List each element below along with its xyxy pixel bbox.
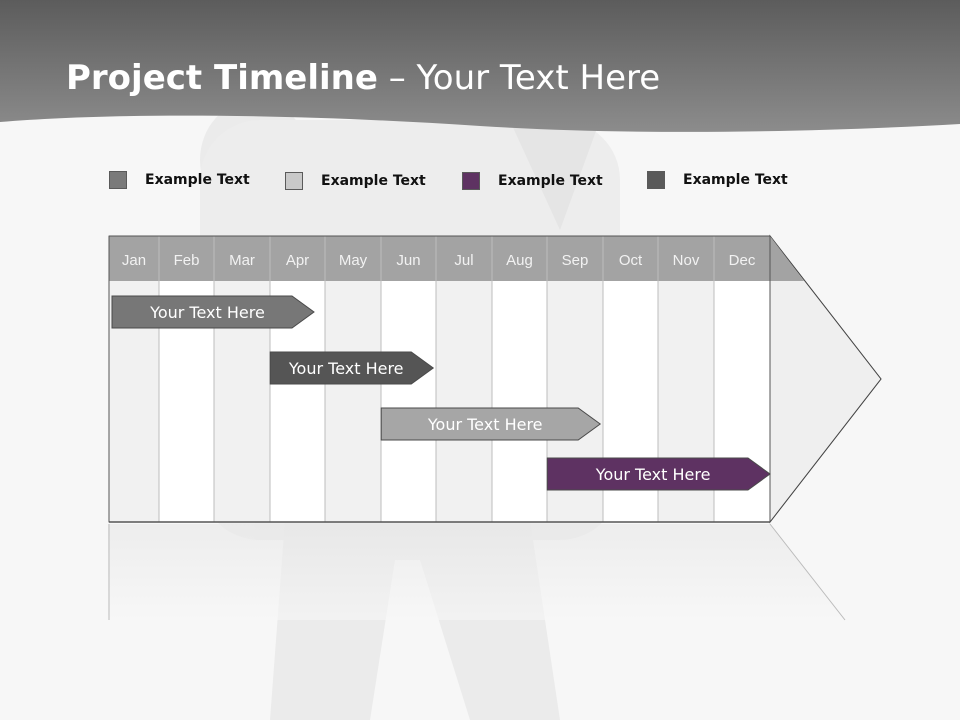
month-label: Jan	[122, 252, 146, 269]
legend-swatch	[285, 172, 303, 190]
month-label: Apr	[286, 252, 309, 269]
title-rest: – Your Text Here	[377, 58, 661, 98]
month-header-cell	[214, 236, 270, 281]
legend-swatch	[109, 171, 127, 189]
legend-label: Example Text	[145, 172, 250, 188]
month-label: Oct	[619, 252, 643, 269]
legend-label: Example Text	[498, 173, 603, 189]
task-bar	[111, 295, 315, 329]
legend-swatch	[462, 172, 480, 190]
month-header-cell	[547, 236, 603, 281]
month-label: Aug	[506, 252, 533, 269]
page-title: Project Timeline – Your Text Here	[66, 58, 660, 98]
month-label: Dec	[729, 252, 756, 269]
legend-label: Example Text	[321, 173, 426, 189]
month-header-cell	[492, 236, 547, 281]
month-header-cell	[714, 236, 770, 281]
title-bold: Project Timeline	[66, 58, 378, 98]
timeline-reflection	[108, 524, 845, 620]
task-bar-label: Your Text Here	[288, 359, 404, 378]
legend-item: Example Text	[285, 172, 426, 190]
month-header-cell	[159, 236, 214, 281]
month-label: Sep	[562, 252, 589, 269]
task-bar	[546, 457, 771, 491]
header-band	[0, 0, 960, 132]
legend-item: Example Text	[109, 171, 250, 189]
legend-item: Example Text	[647, 171, 788, 189]
month-label: Jun	[396, 252, 420, 269]
month-header-cell	[325, 236, 381, 281]
month-label: Mar	[229, 252, 255, 269]
month-header-cell	[436, 236, 492, 281]
task-bar-label: Your Text Here	[149, 303, 265, 322]
task-bar	[269, 351, 435, 385]
month-label: Jul	[454, 252, 473, 269]
task-bar-label: Your Text Here	[427, 415, 543, 434]
month-header-cell	[658, 236, 714, 281]
task-bar	[380, 407, 602, 441]
month-column	[436, 281, 492, 522]
month-header-cell	[381, 236, 436, 281]
legend-item: Example Text	[462, 172, 603, 190]
legend-swatch	[647, 171, 665, 189]
task-bar-label: Your Text Here	[595, 465, 711, 484]
month-label: Feb	[174, 252, 200, 269]
legend-label: Example Text	[683, 172, 788, 188]
month-column	[492, 281, 547, 522]
month-header-cell	[603, 236, 658, 281]
month-column	[381, 281, 436, 522]
month-header-cell	[109, 236, 159, 281]
month-column	[325, 281, 381, 522]
month-label: Nov	[673, 252, 700, 269]
arrow-head-header	[770, 236, 804, 281]
month-label: May	[339, 252, 368, 269]
month-header-cell	[270, 236, 325, 281]
